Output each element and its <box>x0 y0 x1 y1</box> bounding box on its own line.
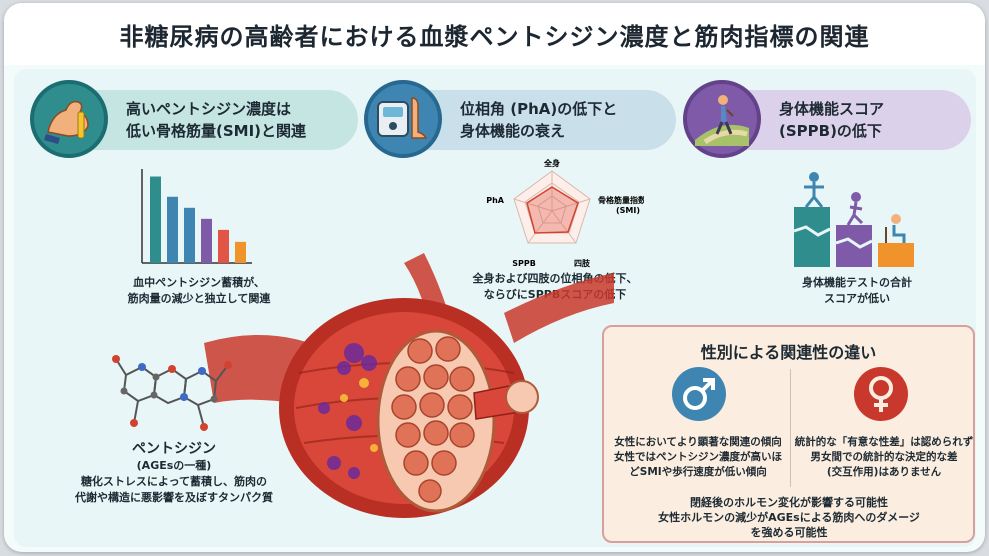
male-symbol-icon <box>672 367 726 421</box>
radar-graphic: 全身 骨格筋量指数 (SMI) PhA SPPB 四肢 <box>486 158 644 268</box>
male-side-text: 女性においてより顕著な関連の傾向 女性ではペントシジン濃度が高いほ どSMIや歩… <box>608 435 788 480</box>
sppb-caption: 身体機能テストの合計 スコアが低い <box>784 275 930 307</box>
decorative-bar-5 <box>235 241 246 263</box>
finding-smi-line1: 高いペントシジン濃度は <box>126 100 292 118</box>
female-side-text: 統計的な「有意な性差」は認められず 男女間での統計的な決定的な差 (交互作用)は… <box>794 435 974 480</box>
bar-caption-line2: 筋肉量の減少と独立して関連 <box>127 292 271 305</box>
flexed-arm-icon <box>30 80 108 158</box>
hormone-note-line1: 閉経後のホルモン変化が影響する可能性 <box>690 496 888 509</box>
hormone-note-line3: を強める可能性 <box>750 526 828 539</box>
female-line1: 統計的な「有意な性差」は認められず <box>794 436 974 448</box>
step-purple <box>836 225 872 267</box>
female-line2: 男女間での統計的な決定的な差 <box>810 451 958 463</box>
finding-smi-line2: 低い骨格筋量(SMI)と関連 <box>126 122 307 140</box>
radar-label-bottom-left: SPPB <box>512 259 536 268</box>
bar-caption: 血中ペントシジン蓄積が、 筋肉量の減少と独立して関連 <box>94 275 304 307</box>
pentosidine-molecule-icon <box>112 355 232 431</box>
male-line3: どSMIや歩行速度が低い傾向 <box>629 466 767 478</box>
male-line2: 女性ではペントシジン濃度が高いほ <box>614 451 782 463</box>
radar-label-left: PhA <box>486 196 505 205</box>
radar-polygon <box>526 186 579 234</box>
finding-sppb-pill: 身体機能スコア (SPPB)の低下 <box>683 80 971 158</box>
finding-smi-pill: 高いペントシジン濃度は 低い骨格筋量(SMI)と関連 <box>30 80 358 158</box>
finding-pha-line1: 位相角 (PhA)の低下と <box>460 100 618 118</box>
glow-spots <box>340 378 378 452</box>
figure-climbing-icon <box>846 201 864 226</box>
radar-label-right-2: (SMI) <box>616 206 640 215</box>
step-teal <box>794 207 830 267</box>
walking-person-icon <box>683 80 761 158</box>
radar-label-top: 全身 <box>543 158 560 168</box>
hormone-note: 閉経後のホルモン変化が影響する可能性 女性ホルモンの減少がAGEsによる筋肉への… <box>624 495 954 540</box>
pentosidine-desc2: 代謝や構造に悪影響を及ぼすタンパク質 <box>75 491 273 504</box>
step-orange <box>878 243 914 267</box>
bioimpedance-scale-icon <box>364 80 442 158</box>
pentosidine-desc1: 糖化ストレスによって蓄積し、筋肉の <box>80 475 268 488</box>
female-symbol-icon <box>854 367 908 421</box>
figure-jumping-icon <box>804 182 824 208</box>
ages-deposits <box>318 343 377 479</box>
finding-sppb-line1: 身体機能スコア <box>779 100 885 118</box>
decorative-bar-1 <box>167 196 178 263</box>
female-line3: (交互作用)はありません <box>826 466 942 478</box>
gender-title: 性別による関連性の違い <box>700 343 877 362</box>
decorative-bar-3 <box>201 218 212 263</box>
page-title: 非糖尿病の高齢者における血漿ペントシジン濃度と筋肉指標の関連 <box>119 22 870 51</box>
finding-sppb-line2: (SPPB)の低下 <box>779 122 882 140</box>
sppb-steps-graphic <box>793 172 914 267</box>
sppb-caption-line1: 身体機能テストの合計 <box>802 276 912 289</box>
hormone-note-line2: 女性ホルモンの減少がAGEsによる筋肉へのダメージ <box>658 511 920 524</box>
fiber-cross-section <box>505 380 539 414</box>
radar-label-bottom-right: 四肢 <box>574 258 591 268</box>
muscle-illustration <box>204 253 614 518</box>
finding-pha-pill: 位相角 (PhA)の低下と 身体機能の衰え <box>364 80 676 158</box>
pentosidine-name: ペントシジン <box>132 441 216 457</box>
pentosidine-sub: (AGEsの一種) <box>136 459 212 472</box>
gender-differences-panel: 性別による関連性の違い 女性においてより顕著な関連の傾向 女性ではペントシジン濃… <box>602 325 975 543</box>
radar-label-right-1: 骨格筋量指数 <box>598 195 644 205</box>
muscle-fibers <box>391 336 475 503</box>
pentosidine-caption: ペントシジン (AGEsの一種) 糖化ストレスによって蓄積し、筋肉の 代謝や構造… <box>56 440 292 506</box>
decorative-bar-0 <box>150 176 161 263</box>
decreasing-bar-graphic <box>141 169 252 264</box>
infographic-frame: 非糖尿病の高齢者における血漿ペントシジン濃度と筋肉指標の関連 高いペントシジン濃… <box>4 3 985 552</box>
gender-divider <box>790 369 791 487</box>
bar-caption-line1: 血中ペントシジン蓄積が、 <box>133 276 265 289</box>
finding-pha-line2: 身体機能の衰え <box>460 122 566 140</box>
male-line1: 女性においてより顕著な関連の傾向 <box>614 436 782 448</box>
title-bar: 非糖尿病の高齢者における血漿ペントシジン濃度と筋肉指標の関連 <box>4 3 985 65</box>
decorative-bar-2 <box>184 207 195 263</box>
decorative-bar-4 <box>218 229 229 263</box>
radar-grid <box>513 170 591 244</box>
sppb-caption-line2: スコアが低い <box>824 292 890 305</box>
figure-seated-icon <box>892 225 906 243</box>
